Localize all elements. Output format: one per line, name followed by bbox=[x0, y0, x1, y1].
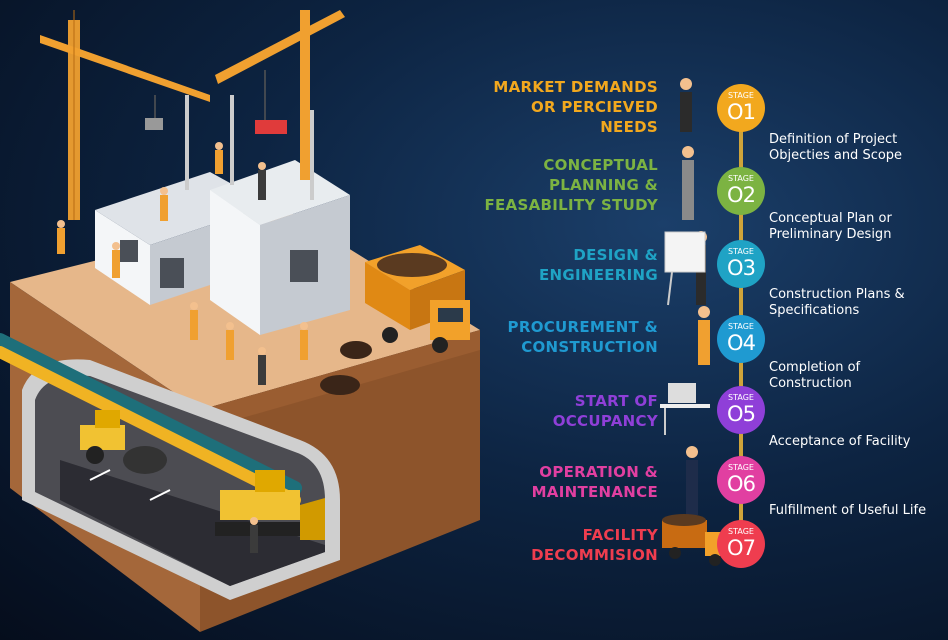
dump-truck-icon bbox=[365, 245, 470, 353]
stage-1-title: MARKET DEMANDS OR PERCIEVED NEEDS bbox=[493, 78, 658, 136]
pipeline-icon bbox=[0, 333, 302, 506]
stage-5-description: Acceptance of Facility bbox=[769, 434, 911, 449]
stage-5-title: START OF OCCUPANCY bbox=[552, 392, 658, 430]
building-under-construction bbox=[95, 95, 350, 335]
worker-icon bbox=[680, 78, 710, 515]
stage-label: STAGE bbox=[728, 322, 754, 331]
worker-icon bbox=[57, 142, 308, 553]
drafting-board-icon bbox=[664, 231, 706, 306]
dump-truck-icon bbox=[662, 514, 725, 566]
stage-3-description: Construction Plans & Specifications bbox=[769, 287, 905, 318]
stage-label: STAGE bbox=[728, 174, 754, 183]
stage-label: STAGE bbox=[728, 91, 754, 100]
stage-6-title: OPERATION & MAINTENANCE bbox=[531, 463, 658, 501]
stage-number: O1 bbox=[727, 100, 756, 124]
stage-4-badge: STAGE O4 bbox=[717, 315, 765, 363]
stage-6-badge: STAGE O6 bbox=[717, 456, 765, 504]
stage-number: O6 bbox=[727, 472, 756, 496]
stage-label: STAGE bbox=[728, 527, 754, 536]
stage-number: O3 bbox=[727, 256, 756, 280]
stage-7-badge: STAGE O7 bbox=[717, 520, 765, 568]
dirt-pile bbox=[340, 341, 372, 359]
stage-7-title: FACILITY DECOMMISION bbox=[531, 526, 658, 564]
stage-4-title: PROCUREMENT & CONSTRUCTION bbox=[507, 318, 658, 356]
stage-2-badge: STAGE O2 bbox=[717, 167, 765, 215]
stage-4-description: Completion of Construction bbox=[769, 360, 861, 391]
stage-label: STAGE bbox=[728, 393, 754, 402]
stage-1-description: Definition of Project Objecties and Scop… bbox=[769, 132, 903, 163]
stage-6-description: Fulfillment of Useful Life bbox=[769, 503, 927, 518]
stage-number: O5 bbox=[727, 402, 756, 426]
road-roller-icon bbox=[80, 410, 167, 474]
stage-label: STAGE bbox=[728, 247, 754, 256]
tower-crane-icon bbox=[40, 10, 345, 220]
dirt-pile bbox=[320, 375, 360, 395]
stage-2-description: Conceptual Plan or Preliminary Design bbox=[769, 211, 892, 242]
stage-number: O7 bbox=[727, 536, 756, 560]
stage-number: O2 bbox=[727, 183, 756, 207]
stage-3-badge: STAGE O3 bbox=[717, 240, 765, 288]
stage-2-title: CONCEPTUAL PLANNING & FEASABILITY STUDY bbox=[484, 156, 658, 214]
desk-computer-icon bbox=[660, 383, 710, 435]
stage-5-badge: STAGE O5 bbox=[717, 386, 765, 434]
stage-3-title: DESIGN & ENGINEERING bbox=[538, 246, 658, 284]
bulldozer-icon bbox=[215, 470, 325, 540]
stage-1-badge: STAGE O1 bbox=[717, 84, 765, 132]
stage-label: STAGE bbox=[728, 463, 754, 472]
stage-number: O4 bbox=[727, 331, 756, 355]
